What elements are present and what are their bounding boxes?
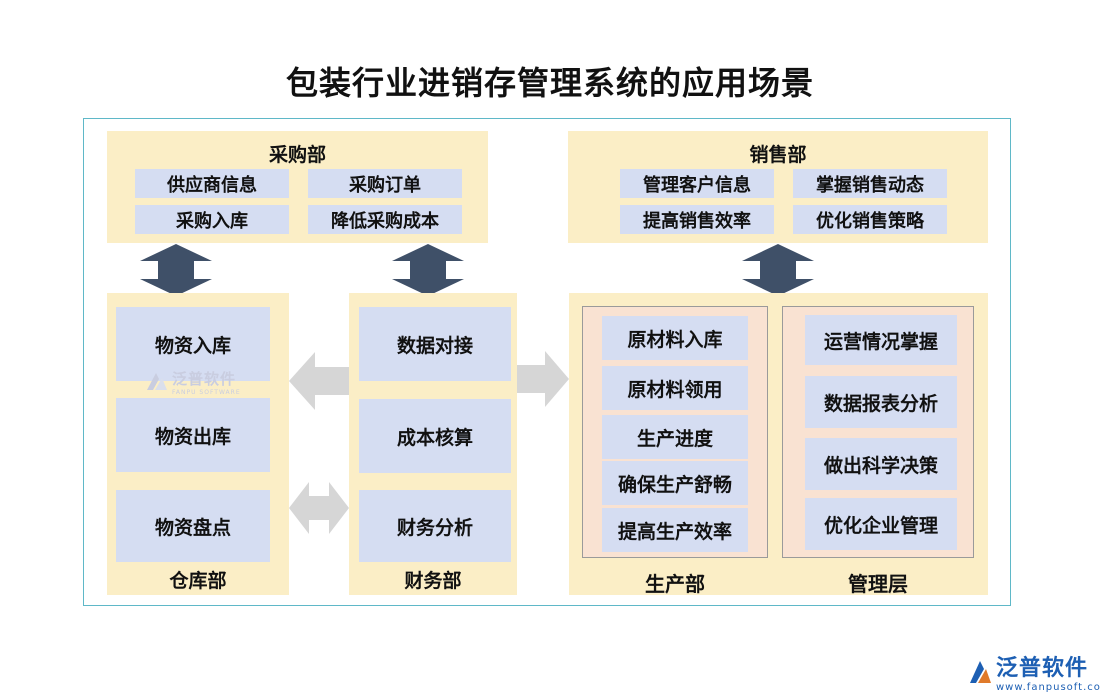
sales-label: 销售部 [749, 144, 807, 166]
logo-url: www.fanpusoft.com [996, 682, 1100, 693]
production-item: 生产进度 [602, 415, 748, 459]
management-item: 运营情况掌握 [805, 315, 957, 365]
warehouse-item: 物资盘点 [116, 490, 270, 562]
purchase-label: 采购部 [268, 144, 326, 166]
double-arrow-horizontal-icon [289, 482, 349, 534]
management-label: 管理层 [848, 572, 908, 596]
management-item: 优化企业管理 [805, 498, 957, 550]
fanpu-logo: 泛普软件 www.fanpusoft.com [968, 650, 1100, 693]
finance-item: 财务分析 [359, 490, 511, 562]
left-arrow-icon [289, 352, 349, 410]
finance-label: 财务部 [404, 570, 462, 592]
fanpu-watermark-icon [147, 373, 167, 390]
management-item: 做出科学决策 [805, 438, 957, 490]
logo-name: 泛普软件 [996, 656, 1089, 681]
management-item: 数据报表分析 [805, 376, 957, 428]
sales-item: 管理客户信息 [620, 169, 774, 198]
watermark-name: 泛普软件 [172, 370, 237, 388]
finance-item: 数据对接 [359, 307, 511, 381]
purchase-item: 采购订单 [308, 169, 462, 198]
production-label: 生产部 [645, 572, 705, 596]
warehouse-item: 物资出库 [116, 398, 270, 472]
production-item: 提高生产效率 [602, 508, 748, 552]
production-item: 原材料领用 [602, 366, 748, 410]
production-item: 原材料入库 [602, 316, 748, 360]
purchase-item: 降低采购成本 [308, 205, 462, 234]
watermark-sub: FANPU SOFTWARE [172, 389, 241, 396]
sales-item: 提高销售效率 [620, 205, 774, 234]
right-arrow-icon [517, 351, 569, 407]
purchase-item: 采购入库 [135, 205, 289, 234]
finance-item: 成本核算 [359, 399, 511, 473]
fanpu-logo-icon [970, 660, 991, 683]
double-arrow-icon [140, 244, 212, 296]
watermark: 泛普软件 FANPU SOFTWARE [143, 368, 241, 396]
production-item: 确保生产舒畅 [602, 461, 748, 505]
sales-item: 优化销售策略 [793, 205, 947, 234]
double-arrow-icon [392, 244, 464, 296]
double-arrow-icon [742, 244, 814, 296]
sales-item: 掌握销售动态 [793, 169, 947, 198]
page-title: 包装行业进销存管理系统的应用场景 [285, 64, 814, 102]
purchase-item: 供应商信息 [135, 169, 289, 198]
warehouse-item: 物资入库 [116, 307, 270, 381]
warehouse-label: 仓库部 [169, 570, 227, 592]
